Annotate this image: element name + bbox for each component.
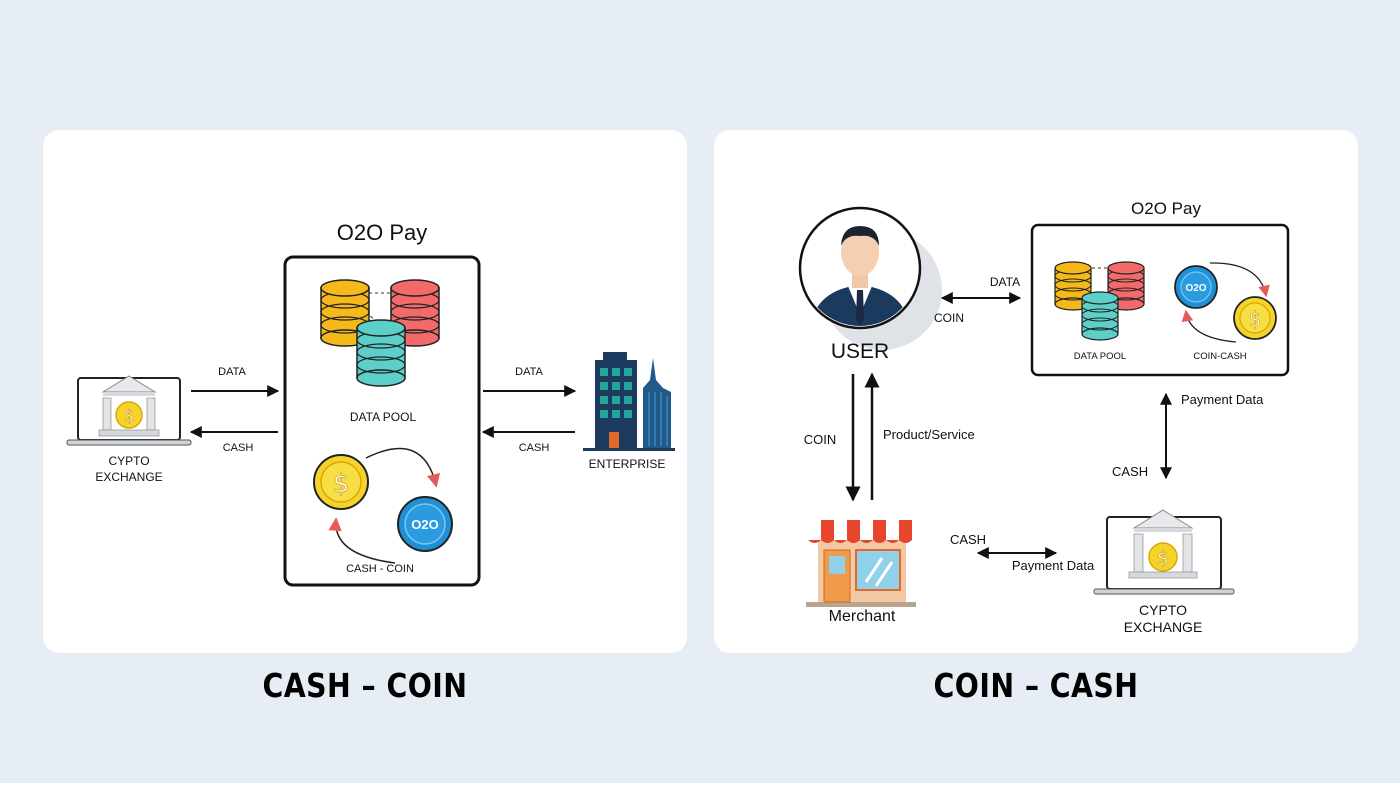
o2o-pay-title: O2O Pay [1131,199,1201,218]
dollar-coin-icon: $ [313,454,369,510]
cash-coin-label: CASH - COIN [346,563,414,575]
data-pool-label: DATA POOL [1074,351,1126,362]
payment-data-label: Payment Data [1012,558,1095,573]
user-label: USER [831,340,889,363]
merchant-label: Merchant [829,608,896,625]
cash-label: CASH [950,532,986,547]
city-building-icon [583,352,675,451]
data-pool-label: DATA POOL [350,410,417,424]
database-icon [320,279,440,387]
laptop-icon: $ [66,375,192,446]
svg-text:$: $ [124,406,134,425]
cash-arrow-label: CASH [519,442,550,454]
data-arrow-label: DATA [515,366,543,378]
exchange-label: EXCHANGE [1124,619,1203,635]
coin-cash-cycle: O2O $ [1174,262,1277,343]
cash-coin-cycle: $ O2O [313,447,453,564]
coin-cash-diagram: USER DATA COIN O2O Pay [798,199,1290,635]
cash-arrow-label: CASH [223,442,254,454]
o2o-pay-box [1030,223,1290,377]
svg-text:O2O: O2O [411,517,438,532]
product-service-label: Product/Service [883,427,975,442]
svg-text:$: $ [333,469,350,499]
cash-coin-panel: O2O Pay DAT [43,130,687,653]
coin-cash-label: COIN-CASH [1193,351,1246,362]
o2o-coin-icon: O2O [1174,265,1218,309]
o2o-coin-icon: O2O [397,496,453,552]
exchange-label: EXCHANGE [95,470,162,484]
payment-data-label: Payment Data [1181,392,1264,407]
svg-text:$: $ [1249,307,1262,331]
bottom-strip [0,783,1400,788]
exchange-label: CYPTO [1139,602,1187,618]
storefront-icon [806,520,916,607]
cash-coin-caption: CASH – COIN [262,666,468,705]
svg-text:O2O: O2O [1185,283,1206,294]
o2o-pay-title: O2O Pay [337,220,427,245]
bank-icon: $ [1128,509,1198,579]
dollar-coin-icon: $ [1233,296,1277,340]
o2o-pay-box [283,255,481,587]
bank-icon: $ [98,375,160,437]
exchange-label: CYPTO [108,454,149,468]
coin-label: COIN [934,311,964,325]
coin-cash-caption: COIN – CASH [933,666,1139,705]
coin-label: COIN [804,432,837,447]
data-label: DATA [990,275,1020,289]
cash-label: CASH [1112,464,1148,479]
data-arrow-label: DATA [218,366,246,378]
cash-coin-diagram: O2O Pay DAT [66,220,675,587]
database-icon [1054,261,1145,341]
coin-cash-panel: USER DATA COIN O2O Pay [714,130,1358,653]
laptop-icon: $ [1093,509,1235,595]
enterprise-label: ENTERPRISE [589,457,666,471]
svg-text:$: $ [1157,548,1168,569]
user-avatar-icon [798,206,942,350]
